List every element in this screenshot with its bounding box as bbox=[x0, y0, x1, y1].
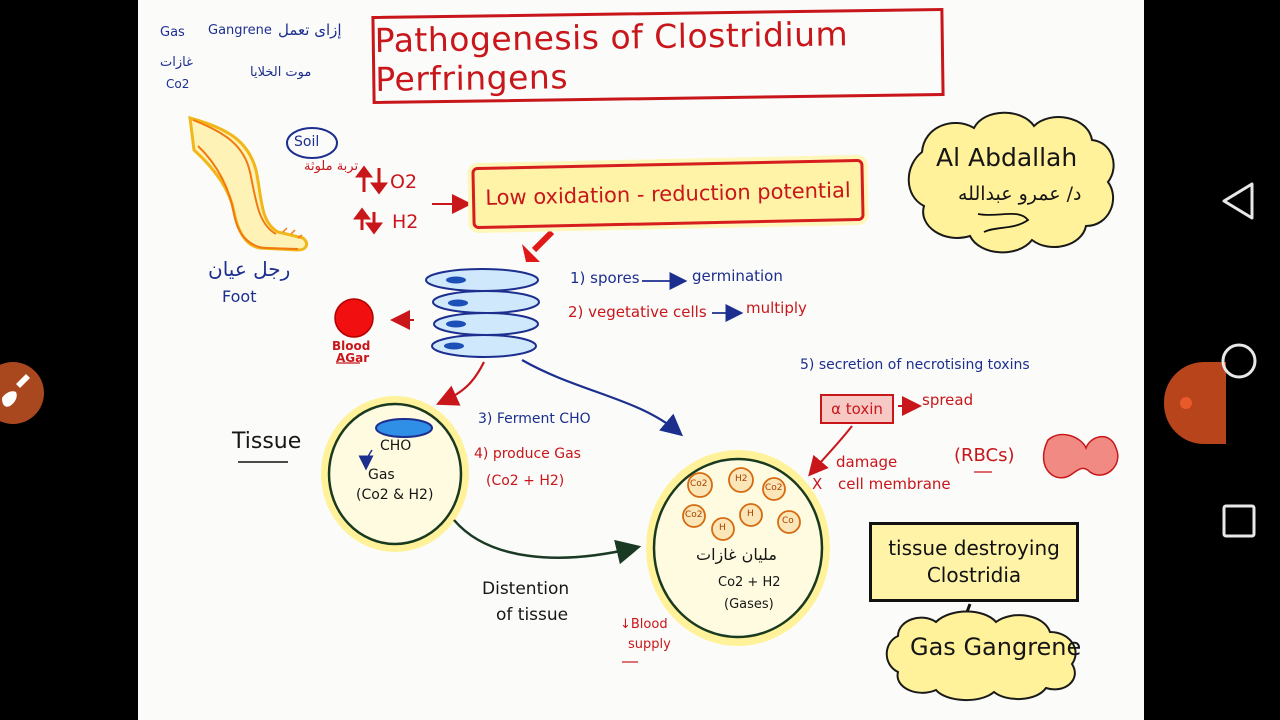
rbcs-label: (RBCs) bbox=[954, 445, 1015, 466]
gas-tissue-line2: (Gases) bbox=[724, 597, 774, 612]
toxin-spread: spread bbox=[922, 391, 974, 409]
distention-line1: Distention bbox=[482, 579, 570, 599]
tissue-gas: Gas bbox=[368, 467, 395, 483]
bubble-label: Co2 bbox=[690, 479, 708, 489]
alpha-toxin-label: α toxin bbox=[831, 400, 883, 418]
note-gangrene: Gangrene bbox=[208, 23, 272, 38]
drawing-page: Pathogenesis of Clostridium Perfringens … bbox=[138, 0, 1144, 720]
gas-change-arrows bbox=[353, 165, 388, 235]
page-title: Pathogenesis of Clostridium Perfringens bbox=[374, 14, 849, 99]
gas-tissue-ar: مليان غازات bbox=[696, 545, 777, 564]
recents-square-icon bbox=[1222, 504, 1256, 538]
brush-tool-button[interactable] bbox=[0, 362, 44, 424]
blood-agar-disc bbox=[334, 298, 374, 338]
blood-supply-line1: ↓Blood bbox=[620, 617, 668, 632]
brush-icon bbox=[2, 374, 30, 407]
blood-agar-line2: AGar bbox=[336, 351, 370, 365]
diagram-canvas bbox=[188, 111, 1119, 702]
author-name-ar: د/ عمرو عبدالله bbox=[958, 183, 1082, 205]
damage-mark: X bbox=[812, 475, 823, 493]
home-circle-icon bbox=[1221, 343, 1257, 379]
blood-agar-line1: Blood bbox=[332, 339, 371, 353]
arrow-bacteria-to-gas-tissue bbox=[521, 359, 684, 437]
arrow-bacteria-to-tissue bbox=[435, 361, 485, 406]
bubble-label: H bbox=[719, 523, 726, 533]
step2-left: 2) vegetative cells bbox=[568, 303, 707, 321]
step2-right: multiply bbox=[746, 299, 807, 317]
recents-button[interactable] bbox=[1218, 500, 1260, 542]
home-button[interactable] bbox=[1218, 340, 1260, 382]
h2-label: H2 bbox=[392, 211, 419, 233]
arrow-toxin-to-damage bbox=[808, 425, 853, 477]
bubble-label: Co2 bbox=[765, 483, 783, 493]
damage-line2: cell membrane bbox=[838, 475, 951, 493]
foot-label: Foot bbox=[222, 287, 257, 306]
gas-tissue-line1: Co2 + H2 bbox=[718, 575, 781, 590]
blood-supply-line2: supply bbox=[628, 637, 671, 652]
tissue-circle bbox=[321, 396, 469, 552]
tissue-label: Tissue bbox=[232, 429, 302, 454]
destroy-line1: tissue destroying bbox=[888, 536, 1060, 560]
soil-label-ar: تربة ملوثة bbox=[304, 159, 359, 174]
back-button[interactable] bbox=[1218, 180, 1260, 222]
gas-bubbles bbox=[682, 467, 801, 541]
bubble-label: Co2 bbox=[685, 510, 703, 520]
author-name: Al Abdallah bbox=[936, 143, 1078, 172]
note-gas: Gas bbox=[160, 25, 185, 40]
foot-label-ar: رجل عيان bbox=[208, 257, 291, 281]
soil-circle bbox=[286, 127, 338, 159]
title-box: Pathogenesis of Clostridium Perfringens bbox=[371, 8, 945, 104]
gangrene-cloud bbox=[885, 610, 1077, 702]
gas-gangrene-label: Gas Gangrene bbox=[910, 633, 1082, 661]
foot-drawing bbox=[188, 115, 309, 252]
tissue-gas-detail: (Co2 & H2) bbox=[356, 487, 434, 503]
redox-label: Low oxidation - reduction potential bbox=[485, 178, 851, 210]
note-gangrene-ar: إزاى تعمل bbox=[278, 21, 342, 39]
step4: 4) produce Gas bbox=[474, 446, 581, 462]
note-co2: Co2 bbox=[166, 77, 190, 91]
gas-tissue-circle bbox=[646, 450, 830, 646]
step1-left: 1) spores bbox=[570, 269, 640, 287]
tissue-cho: CHO bbox=[380, 438, 412, 454]
soil-label: Soil bbox=[294, 134, 320, 150]
record-icon bbox=[1180, 397, 1192, 409]
bubble-label: H bbox=[747, 509, 754, 519]
arrow-distention bbox=[453, 519, 642, 565]
redox-box: Low oxidation - reduction potential bbox=[471, 158, 865, 230]
damage-line1: damage bbox=[836, 453, 898, 471]
bubble-label: Co bbox=[782, 516, 794, 526]
author-cloud bbox=[907, 111, 1115, 254]
step3: 3) Ferment CHO bbox=[478, 411, 591, 427]
alpha-toxin-box: α toxin bbox=[820, 394, 894, 424]
rbc-shape bbox=[1042, 433, 1119, 479]
back-triangle-icon bbox=[1222, 182, 1254, 220]
note-gas-ar: غازات bbox=[160, 55, 193, 70]
destroy-line2: Clostridia bbox=[926, 563, 1022, 587]
distention-line2: of tissue bbox=[496, 605, 569, 625]
bubble-label: H2 bbox=[735, 474, 748, 484]
record-button[interactable] bbox=[1164, 362, 1226, 444]
step4-detail: (Co2 + H2) bbox=[486, 473, 565, 489]
navigation-bar bbox=[1144, 0, 1280, 720]
o2-label: O2 bbox=[390, 171, 418, 193]
step5: 5) secretion of necrotising toxins bbox=[800, 357, 1030, 373]
bacteria-cells bbox=[425, 268, 540, 358]
arrow-redox-to-bacteria bbox=[522, 229, 555, 262]
note-necrosis-ar: موت الخلايا bbox=[250, 65, 312, 80]
step1-right: germination bbox=[692, 267, 783, 285]
